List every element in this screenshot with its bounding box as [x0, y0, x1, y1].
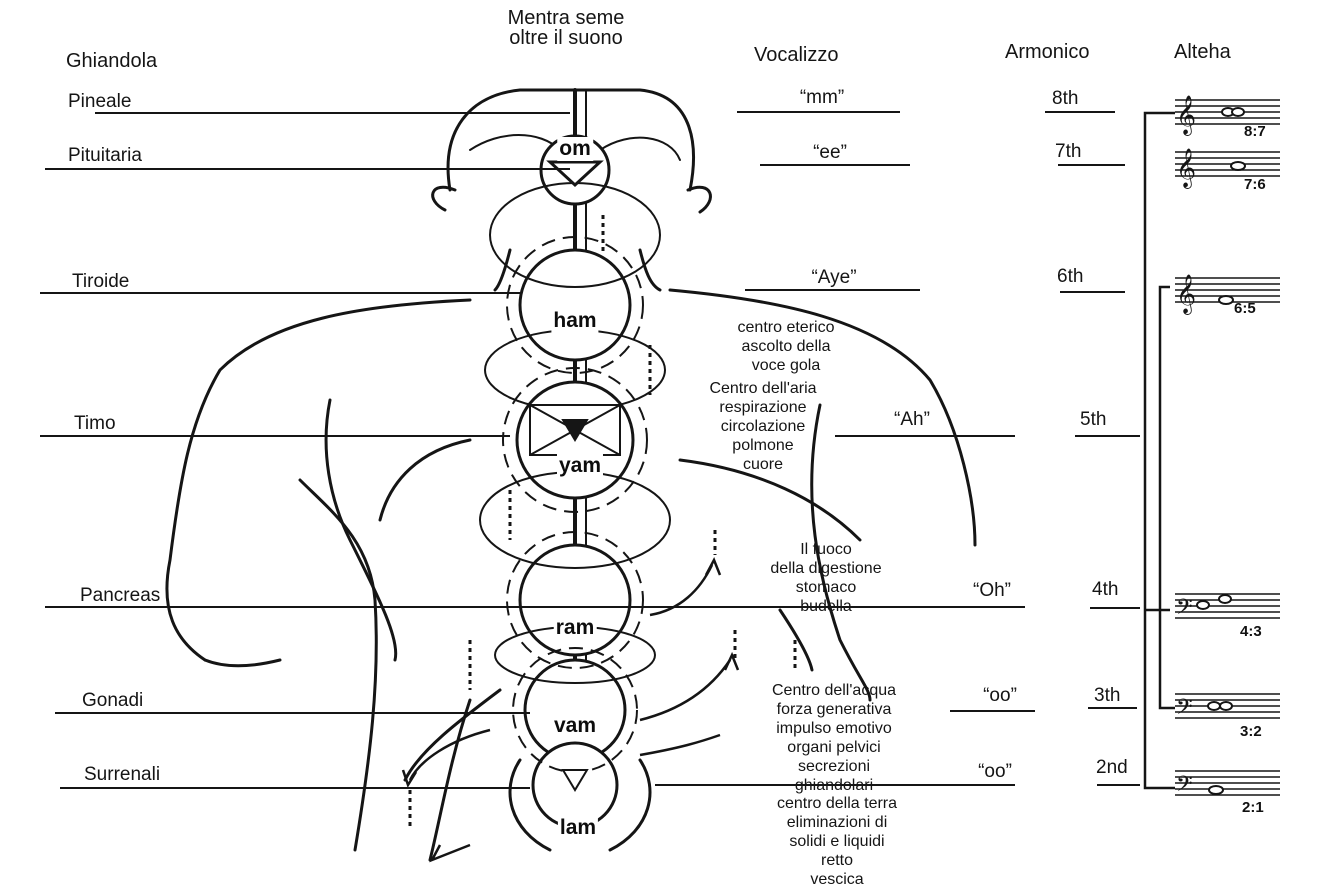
gland-surrenali: Surrenali [84, 765, 160, 785]
ratio-3-2: 3:2 [1240, 723, 1262, 740]
ratio-8-7: 8:7 [1244, 123, 1266, 140]
treble-clef-icon: 𝄞 [1176, 148, 1196, 189]
gland-pituitaria: Pituitaria [68, 146, 142, 166]
vocal-oo-2: “oo” [978, 762, 1012, 782]
gland-timo: Timo [74, 414, 116, 434]
harmonic-3th: 3th [1094, 686, 1120, 706]
mantra-lam: lam [558, 816, 598, 840]
harmonic-8th: 8th [1052, 89, 1078, 109]
mantra-ham: ham [551, 309, 598, 333]
vocal-aye: “Aye” [811, 268, 856, 288]
mantra-om: om [557, 137, 593, 161]
mantra-yam: yam [557, 454, 603, 478]
desc-fire: Il fuoco della digestione stomaco budell… [770, 540, 881, 616]
ratio-6-5: 6:5 [1234, 300, 1256, 317]
harmonic-4th: 4th [1092, 580, 1118, 600]
vocal-ee: “ee” [813, 143, 847, 163]
harmonic-2nd: 2nd [1096, 758, 1128, 778]
vocal-ah: “Ah” [894, 410, 930, 430]
desc-air: Centro dell'aria respirazione circolazio… [709, 379, 816, 474]
treble-clef-icon: 𝄞 [1176, 95, 1196, 136]
gland-gonadi: Gonadi [82, 691, 143, 711]
vocal-oo-1: “oo” [983, 686, 1017, 706]
desc-earth: centro della terra eliminazioni di solid… [777, 794, 897, 889]
gland-pancreas: Pancreas [80, 586, 160, 606]
harmonic-7th: 7th [1055, 142, 1081, 162]
vocal-oh: “Oh” [973, 581, 1011, 601]
header-mantra: Mentra seme oltre il suono [508, 8, 625, 48]
mantra-ram: ram [554, 616, 597, 640]
harmonic-6th: 6th [1057, 267, 1083, 287]
bass-clef-icon: 𝄢 [1176, 772, 1193, 802]
gland-tiroide: Tiroide [72, 272, 129, 292]
gland-pineale: Pineale [68, 92, 131, 112]
vocal-mm: “mm” [800, 88, 844, 108]
ratio-7-6: 7:6 [1244, 176, 1266, 193]
harmonic-5th: 5th [1080, 410, 1106, 430]
desc-throat: centro eterico ascolto della voce gola [738, 318, 835, 375]
bass-clef-icon: 𝄢 [1176, 695, 1193, 725]
header-vocal: Vocalizzo [754, 45, 839, 65]
bass-clef-icon: 𝄢 [1176, 595, 1193, 625]
mantra-vam: vam [552, 714, 598, 738]
treble-clef-icon: 𝄞 [1176, 274, 1196, 315]
header-gland: Ghiandola [66, 51, 157, 71]
desc-water: Centro dell'acqua forza generativa impul… [772, 681, 896, 795]
ratio-2-1: 2:1 [1242, 799, 1264, 816]
staves [1175, 100, 1280, 795]
header-height: Alteha [1174, 42, 1231, 62]
header-harmonic: Armonico [1005, 42, 1089, 62]
ratio-4-3: 4:3 [1240, 623, 1262, 640]
